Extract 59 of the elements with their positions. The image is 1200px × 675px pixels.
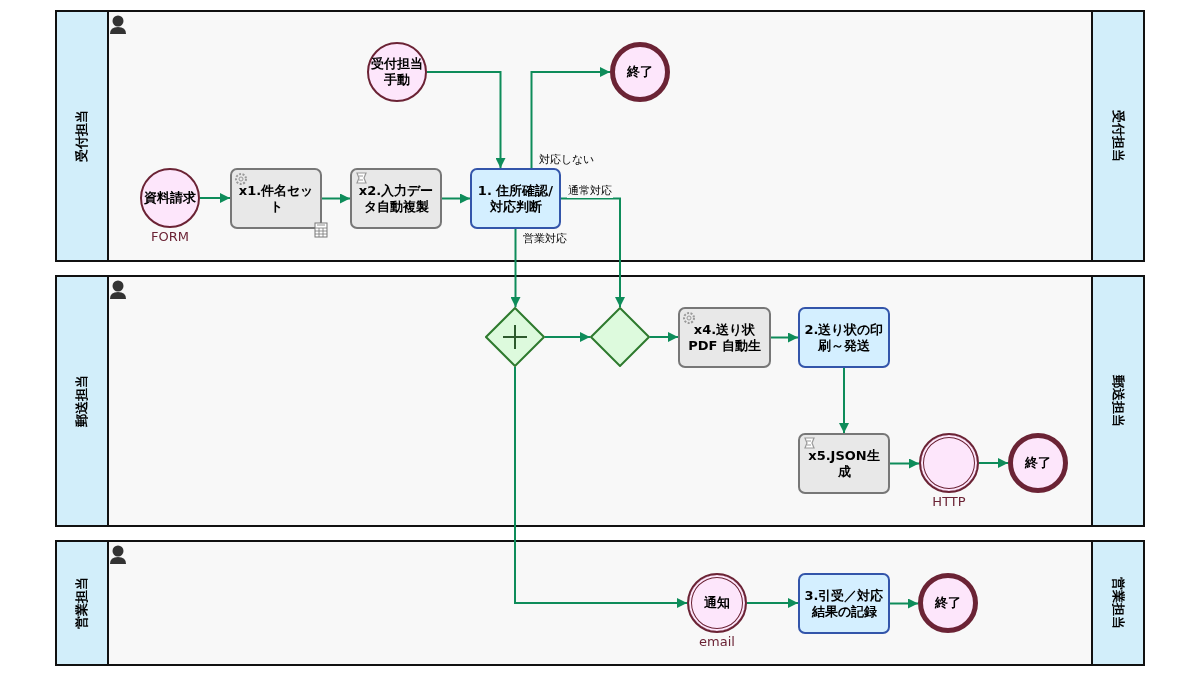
task-box	[798, 433, 890, 494]
arrow	[530, 67, 611, 169]
task-box	[798, 573, 890, 634]
arrow	[560, 197, 625, 308]
node-label: x2.入力データ自動複製	[357, 182, 435, 215]
node-label: 終了	[935, 595, 961, 611]
task-box	[350, 168, 442, 229]
node-label: x4.送り状PDF 自動生	[687, 321, 762, 354]
arrow	[889, 598, 919, 609]
node-label: 終了	[627, 64, 653, 80]
task-box	[678, 307, 771, 368]
lane-header: 営業担当	[1091, 542, 1143, 664]
end-event-circle	[610, 42, 670, 102]
node-label: x1.件名セット	[237, 182, 315, 215]
node-label: 受付担当手動	[370, 56, 424, 88]
node-label: x5.JSON生成	[807, 447, 881, 480]
arrow	[839, 367, 849, 434]
task-box	[798, 307, 890, 368]
node-label: 通知	[704, 595, 730, 611]
swimlane	[55, 540, 1145, 666]
arrow	[889, 458, 920, 469]
arrow	[978, 458, 1009, 468]
arrow	[441, 193, 471, 204]
event-caption: HTTP	[931, 494, 967, 509]
lane-header: 営業担当	[57, 542, 109, 664]
swimlane	[55, 10, 1145, 262]
event-caption: email	[698, 634, 736, 649]
event-caption: FORM	[150, 229, 190, 244]
intermediate-event-circle	[687, 573, 747, 633]
lane-header: 郵送担当	[57, 277, 109, 525]
node-label: 終了	[1025, 455, 1051, 471]
intermediate-event-circle	[919, 433, 979, 493]
arrow	[746, 598, 799, 608]
node-label: 3.引受／対応結果の記録	[803, 587, 885, 620]
node-label: 2.送り状の印刷～発送	[803, 321, 885, 354]
end-event-circle	[918, 573, 978, 633]
start-event-circle	[140, 168, 200, 228]
node-label: 1. 住所確認/対応判断	[476, 182, 555, 215]
arrow	[770, 332, 799, 343]
arrow	[514, 366, 688, 608]
start-event-circle	[367, 42, 427, 102]
node-label: 資料請求	[144, 190, 196, 206]
lane-header: 郵送担当	[1091, 277, 1143, 525]
edge-label: 通常対応	[567, 183, 613, 198]
edge-label: 営業対応	[522, 231, 568, 246]
task-box	[470, 168, 561, 229]
arrow	[426, 71, 506, 169]
end-event-circle	[1008, 433, 1068, 493]
arrow	[510, 228, 521, 308]
lane-header: 受付担当	[1091, 12, 1143, 260]
gateway-diamond	[590, 307, 650, 367]
lane-header: 受付担当	[57, 12, 109, 260]
arrow	[321, 193, 351, 204]
swimlane	[55, 275, 1145, 527]
gateway-diamond	[485, 307, 545, 367]
arrow	[544, 332, 591, 342]
edge-label: 対応しない	[538, 152, 595, 167]
arrow	[199, 193, 231, 203]
arrow	[649, 332, 679, 342]
